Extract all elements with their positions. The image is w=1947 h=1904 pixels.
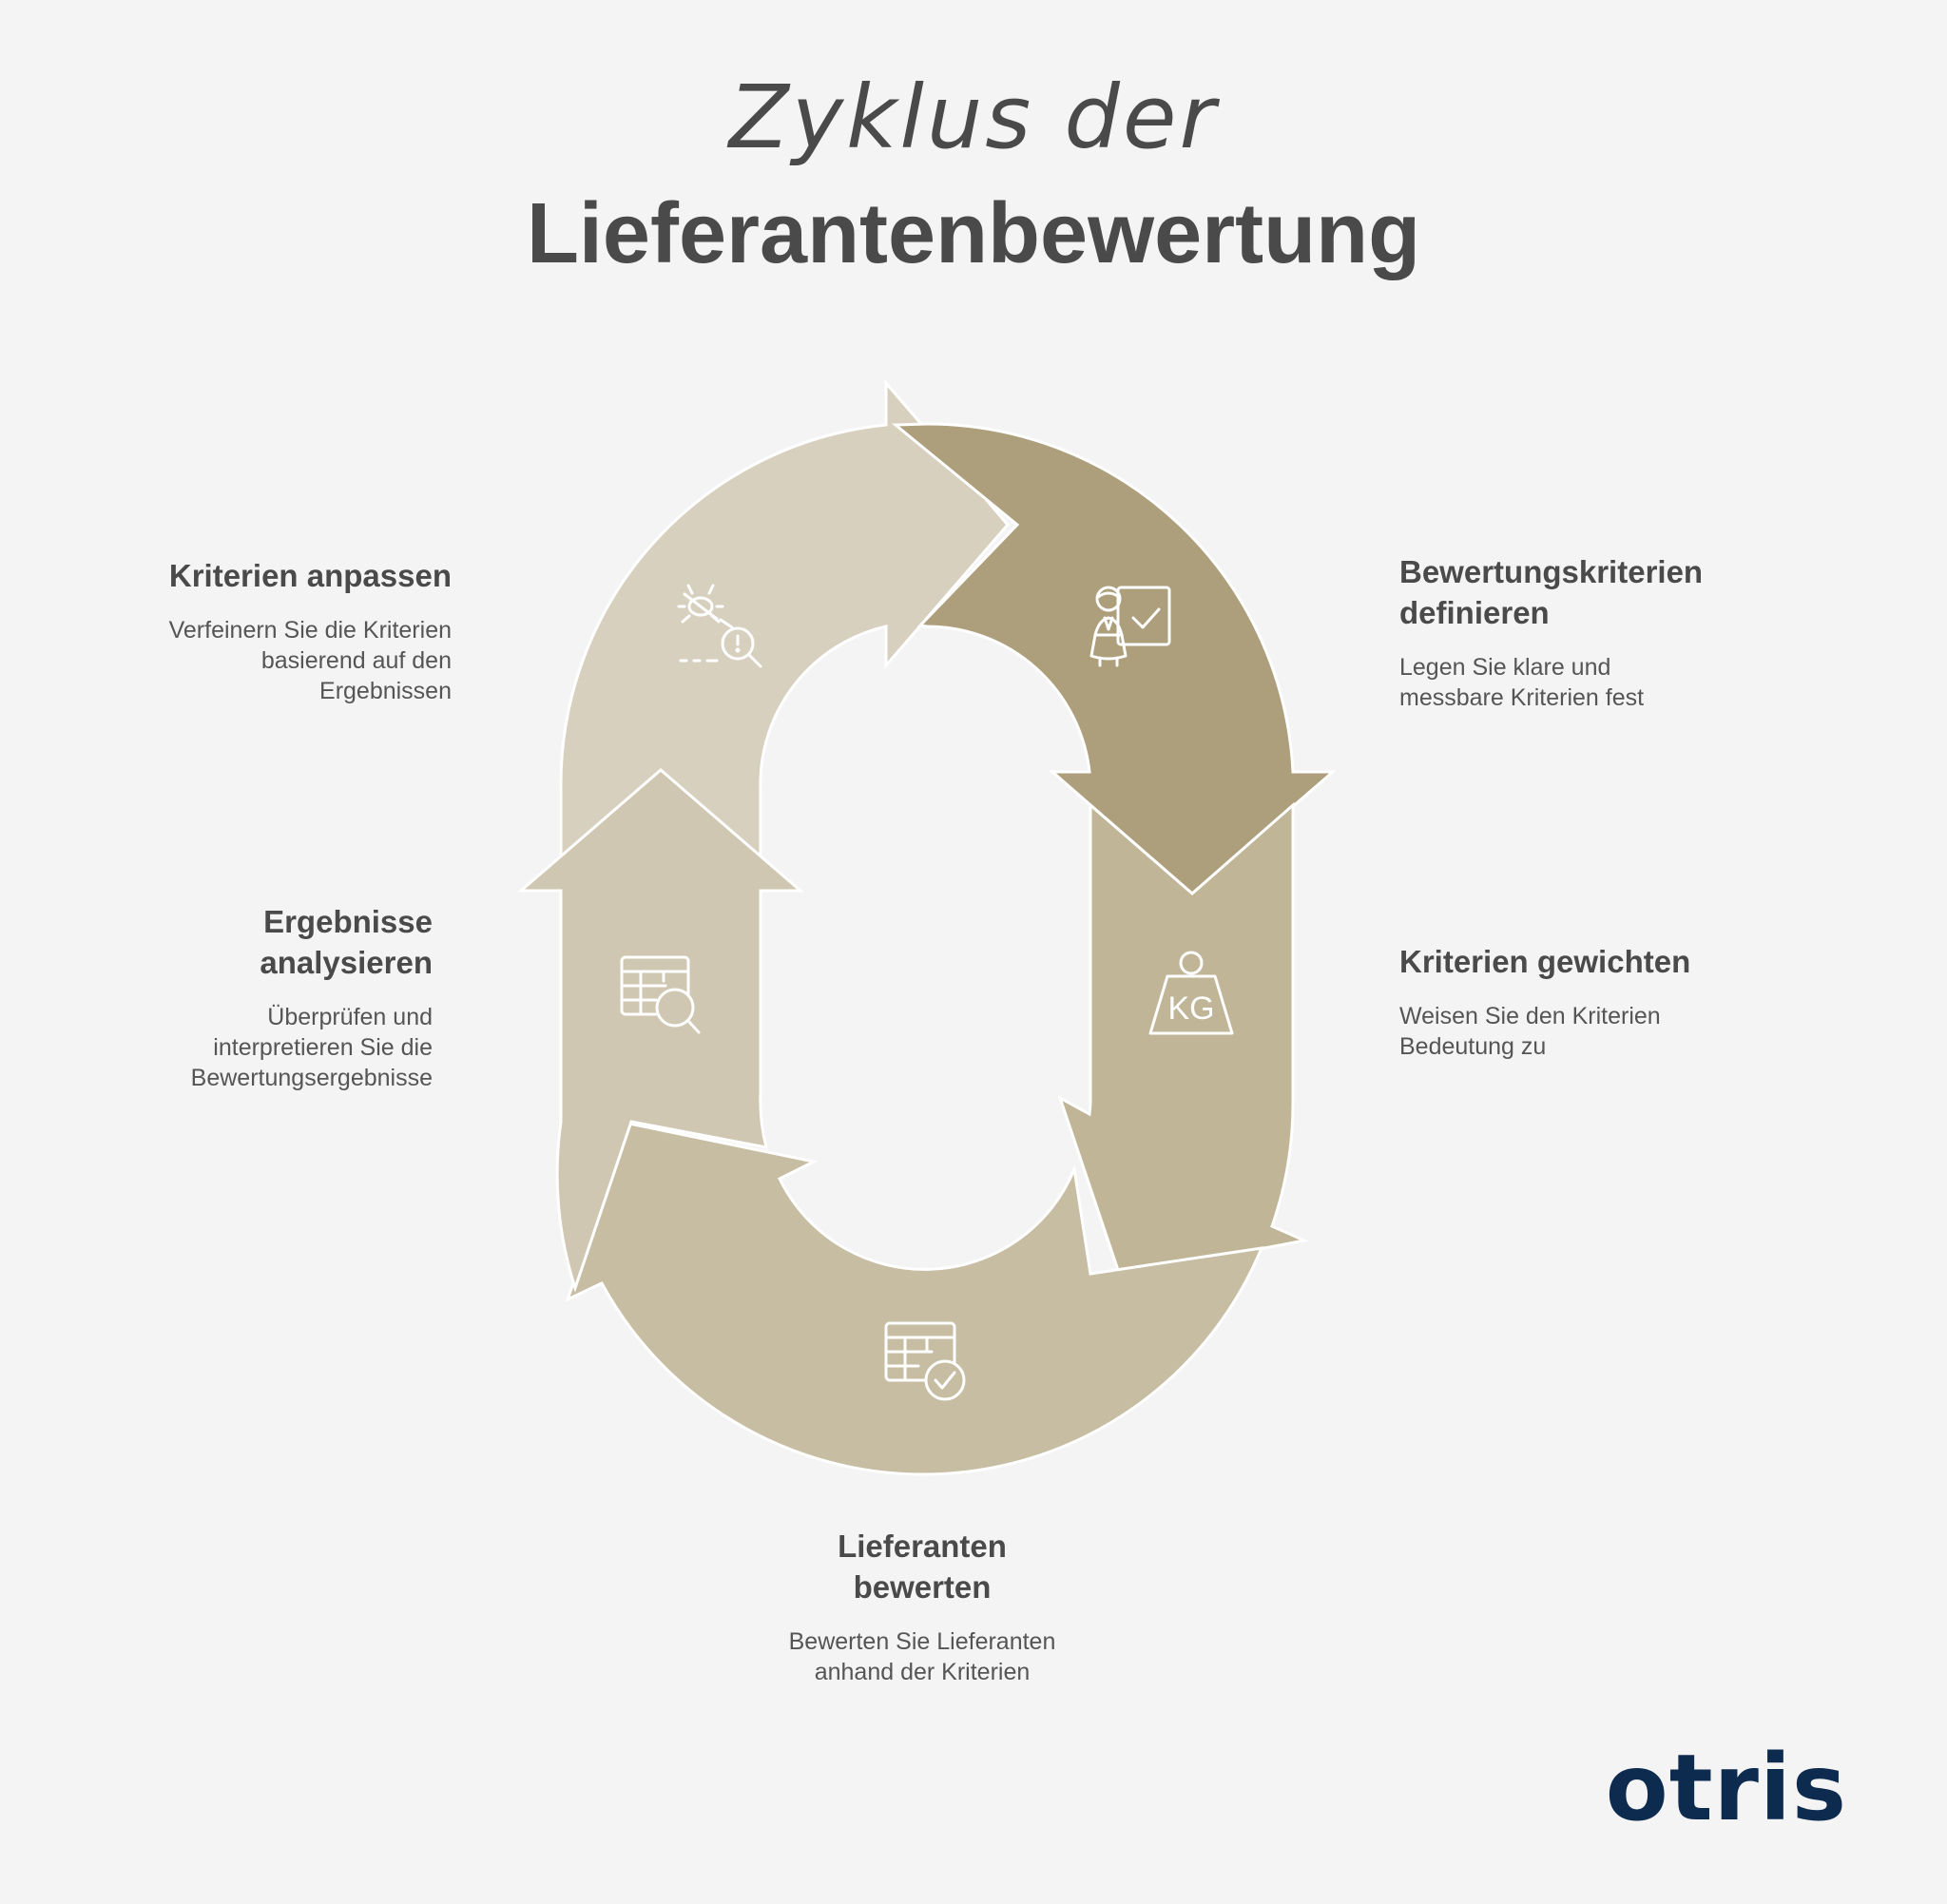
step-analyze-text: Überprüfen und interpretieren Sie die Be… (114, 1002, 433, 1093)
step-evaluate-text-line2: anhand der Kriterien (814, 1659, 1031, 1685)
step-analyze: Ergebnisse analysieren Überprüfen und in… (114, 901, 433, 1093)
segment-evaluate (565, 1122, 1264, 1476)
step-define-heading-line1: Bewertungskriterien (1399, 554, 1704, 589)
step-weight: Kriterien gewichten Weisen Sie den Krite… (1399, 941, 1780, 1062)
step-analyze-heading-line1: Ergebnisse (263, 904, 433, 939)
step-adjust-text: Verfeinern Sie die Kriterien basierend a… (95, 615, 452, 706)
step-evaluate-text-line1: Bewerten Sie Lieferanten (788, 1628, 1056, 1655)
step-define-heading-line2: definieren (1399, 595, 1550, 630)
step-analyze-text-line3: Bewertungsergebnisse (190, 1065, 433, 1091)
step-define-text: Legen Sie klare und messbare Kriterien f… (1399, 652, 1780, 713)
step-define-text-line1: Legen Sie klare und (1399, 654, 1611, 681)
svg-text:KG: KG (1167, 990, 1214, 1027)
step-adjust: Kriterien anpassen Verfeinern Sie die Kr… (95, 555, 452, 706)
step-analyze-text-line1: Überprüfen und (267, 1004, 433, 1030)
step-weight-text-line1: Weisen Sie den Kriterien (1399, 1003, 1661, 1029)
presenter-checkmark-icon (1089, 586, 1171, 667)
step-evaluate-heading-line1: Lieferanten (838, 1529, 1007, 1564)
step-evaluate-heading: Lieferanten bewerten (732, 1526, 1112, 1607)
step-weight-heading: Kriterien gewichten (1399, 944, 1691, 979)
bug-search-icon (677, 584, 762, 668)
step-define-heading: Bewertungskriterien definieren (1399, 551, 1780, 633)
title-line-1: Zyklus der (728, 67, 1219, 168)
step-adjust-text-line2: basierend auf den (260, 647, 452, 674)
step-evaluate-text: Bewerten Sie Lieferanten anhand der Krit… (732, 1626, 1112, 1687)
step-evaluate-heading-line2: bewerten (853, 1569, 992, 1605)
segment-analyze (516, 768, 805, 1293)
step-weight-text: Weisen Sie den Kriterien Bedeutung zu (1399, 1001, 1780, 1062)
step-evaluate: Lieferanten bewerten Bewerten Sie Liefer… (732, 1526, 1112, 1687)
step-analyze-heading-line2: analysieren (260, 945, 433, 980)
step-adjust-text-line3: Ergebnissen (319, 678, 452, 704)
step-weight-text-line2: Bedeutung zu (1399, 1033, 1547, 1060)
table-search-icon (620, 955, 701, 1034)
step-define-text-line2: messbare Kriterien fest (1399, 684, 1645, 711)
step-analyze-heading: Ergebnisse analysieren (114, 901, 433, 983)
segment-weight (1057, 801, 1310, 1278)
table-checkmark-icon (884, 1321, 966, 1401)
step-define: Bewertungskriterien definieren Legen Sie… (1399, 551, 1780, 713)
step-adjust-text-line1: Verfeinern Sie die Kriterien (168, 617, 452, 644)
otris-logo: otris (1605, 1735, 1847, 1841)
title-line-2: Lieferantenbewertung (526, 186, 1421, 281)
step-analyze-text-line2: interpretieren Sie die (213, 1034, 433, 1061)
weight-kg-icon: KG (1148, 951, 1234, 1035)
segment-adjust (559, 378, 1010, 857)
step-adjust-heading: Kriterien anpassen (168, 558, 452, 593)
